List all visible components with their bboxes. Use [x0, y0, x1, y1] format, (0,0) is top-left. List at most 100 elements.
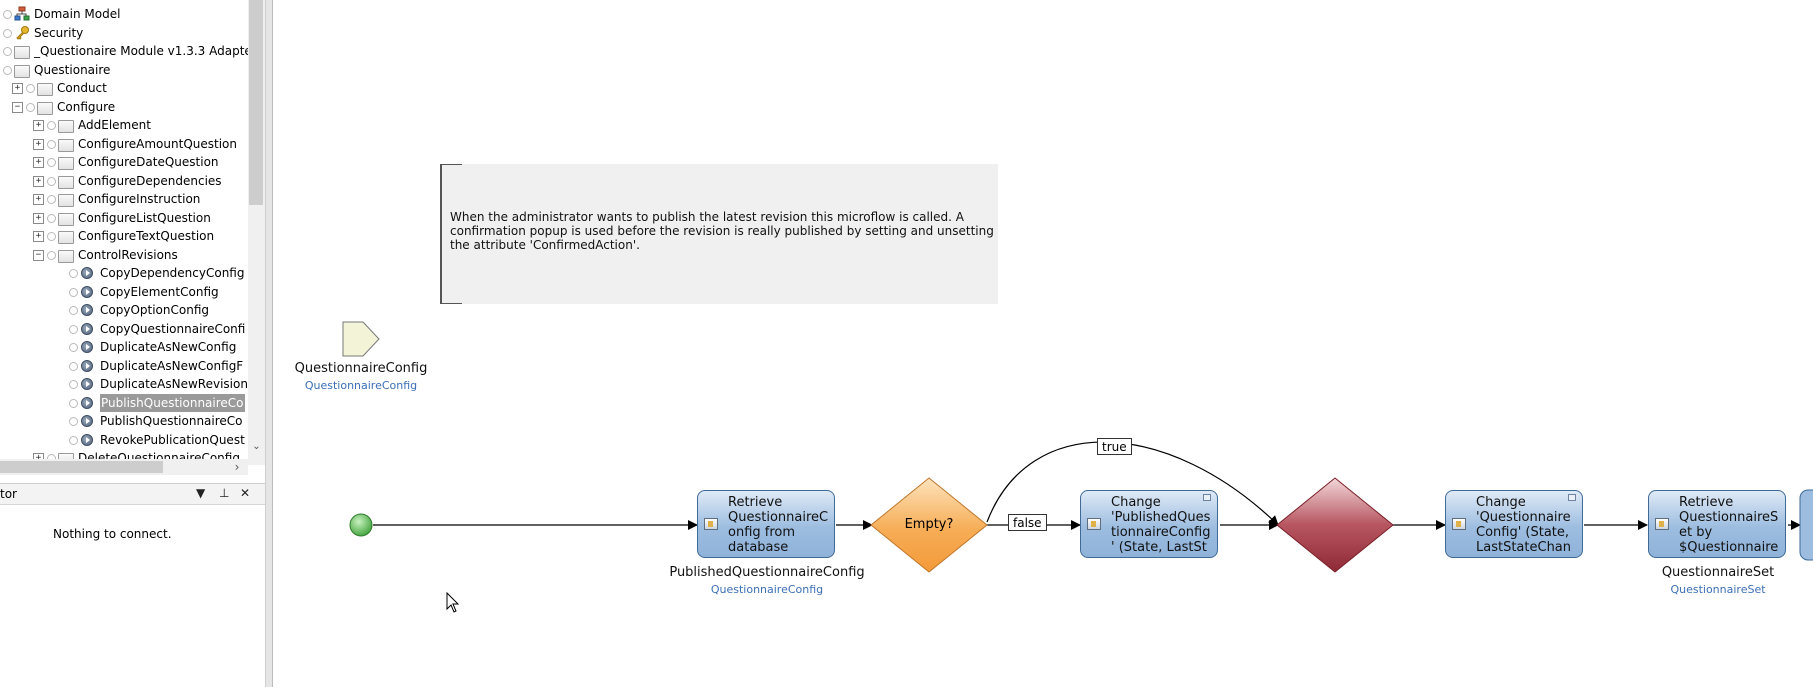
tree-item[interactable]: + AddElement: [0, 116, 248, 134]
key-icon: [14, 25, 30, 41]
tree-item[interactable]: _Questionaire Module v1.3.3 Adapte: [0, 42, 252, 60]
tree-horizontal-scroll-thumb[interactable]: [0, 461, 163, 473]
change-object-icon: [1087, 518, 1101, 530]
scroll-down-arrow-icon[interactable]: ⌄: [252, 441, 261, 452]
microflow-canvas[interactable]: [273, 0, 1813, 687]
connector-panel-header: tor ▼ ⊥ ✕: [0, 484, 265, 505]
tree-item[interactable]: − ControlRevisions: [0, 246, 248, 264]
panel-dropdown-icon[interactable]: ▼: [196, 486, 206, 500]
tree-item[interactable]: +ConfigureInstruction: [0, 190, 248, 208]
expand-icon[interactable]: +: [12, 83, 23, 94]
folder-icon: [14, 62, 30, 78]
microflow-icon: [80, 413, 96, 429]
tree-item-label: DuplicateAsNewRevision: [100, 377, 248, 391]
folder-icon: [58, 210, 74, 226]
expand-icon[interactable]: +: [33, 231, 44, 242]
tree-item[interactable]: DuplicateAsNewRevision: [0, 375, 248, 393]
microflow-icon: [80, 339, 96, 355]
tree-item-label: CopyOptionConfig: [100, 303, 209, 317]
panel-splitter[interactable]: [265, 0, 273, 687]
tree-item[interactable]: Questionaire: [0, 61, 248, 79]
expand-icon[interactable]: +: [33, 138, 44, 150]
change-object-icon: [1452, 518, 1466, 530]
expand-icon[interactable]: +: [33, 212, 44, 224]
commit-indicator-icon: [1568, 494, 1576, 501]
tree-item[interactable]: DuplicateAsNewConfig: [0, 338, 248, 356]
start-event[interactable]: [349, 513, 373, 537]
status-dot-icon: [3, 10, 12, 19]
tree-item-label: ConfigureTextQuestion: [78, 229, 215, 243]
microflow-icon: [80, 284, 96, 300]
tree-item-label: CopyElementConfig: [100, 284, 219, 299]
tree-item[interactable]: Domain Model: [0, 5, 248, 23]
tree-item[interactable]: + ConfigureListQuestion: [0, 209, 248, 227]
tree-item[interactable]: + ConfigureAmountQuestion: [0, 135, 248, 153]
tree-item[interactable]: DuplicateAsNewConfigF: [0, 357, 248, 375]
scroll-right-arrow-icon[interactable]: ›: [234, 460, 240, 474]
tree-item-label: ConfigureDependencies: [78, 173, 222, 188]
tree-item[interactable]: PublishQuestionnaireCo: [0, 393, 248, 412]
edge-label-true[interactable]: true: [1097, 438, 1132, 455]
expand-icon[interactable]: +: [33, 194, 44, 205]
annotation-note[interactable]: [440, 164, 998, 304]
close-icon[interactable]: ✕: [240, 486, 251, 500]
expand-icon[interactable]: +: [33, 120, 44, 131]
status-dot-icon: [69, 361, 78, 371]
merge-gateway[interactable]: [1276, 477, 1394, 573]
folder-icon: [37, 80, 53, 96]
folder-icon: [37, 99, 53, 115]
tree-item-label: Questionaire: [34, 62, 111, 77]
retrieve-set-activity[interactable]: Retrieve QuestionnaireS et by $Questionn…: [1648, 490, 1786, 558]
folder-icon: [58, 173, 74, 189]
pin-icon[interactable]: ⊥: [219, 486, 230, 500]
tree-item-label: AddElement: [78, 118, 151, 132]
edge-label-false[interactable]: false: [1008, 514, 1047, 531]
tree-item[interactable]: CopyElementConfig: [0, 283, 248, 301]
tree-item-label: DuplicateAsNewConfig: [100, 340, 237, 354]
expand-icon[interactable]: +: [33, 175, 44, 187]
tree-item[interactable]: + ConfigureTextQuestion: [0, 227, 248, 245]
tree-vertical-scroll-thumb[interactable]: [249, 0, 263, 205]
decision-empty[interactable]: [870, 477, 988, 573]
tree-item[interactable]: + ConfigureDependencies: [0, 172, 248, 190]
tree-item-label: CopyQuestionnaireConfi: [100, 321, 246, 336]
next-activity-edge[interactable]: [1799, 489, 1813, 561]
decision-label: Empty?: [904, 517, 954, 532]
commit-indicator-icon: [1203, 494, 1211, 501]
tree-item[interactable]: PublishQuestionnaireCo: [0, 412, 248, 430]
tree-item[interactable]: CopyDependencyConfig: [0, 264, 248, 282]
microflow-icon: [80, 376, 96, 392]
parameter-icon[interactable]: [342, 321, 380, 357]
tree-item[interactable]: RevokePublicationQuest: [0, 431, 248, 449]
status-dot-icon: [47, 158, 56, 167]
tree-item[interactable]: CopyOptionConfig: [0, 301, 248, 319]
tree-item[interactable]: +ConfigureDateQuestion: [0, 153, 248, 171]
status-dot-icon: [3, 47, 12, 56]
collapse-icon[interactable]: −: [12, 101, 23, 113]
expand-icon[interactable]: +: [33, 157, 44, 168]
tree-item-label: ConfigureListQuestion: [78, 210, 211, 225]
tree-item-label: ConfigureAmountQuestion: [78, 136, 237, 151]
tree-item[interactable]: Security: [0, 24, 248, 42]
status-dot-icon: [3, 28, 12, 38]
tree-item[interactable]: CopyQuestionnaireConfi: [0, 320, 248, 338]
connector-empty-message: Nothing to connect.: [53, 527, 172, 541]
collapse-icon[interactable]: −: [33, 249, 44, 261]
folder-icon: [58, 228, 74, 244]
tree-item-label: ControlRevisions: [78, 247, 178, 262]
change-config-activity[interactable]: Change 'Questionnaire Config' (State, La…: [1445, 490, 1583, 558]
status-dot-icon: [3, 65, 12, 75]
microflow-icon: [80, 432, 96, 448]
status-dot-icon: [69, 380, 78, 389]
connector-panel: tor ▼ ⊥ ✕ Nothing to connect.: [0, 483, 265, 688]
change-published-config-activity[interactable]: Change 'PublishedQues tionnaireConfig ' …: [1080, 490, 1218, 558]
tree-item[interactable]: −Configure: [0, 98, 248, 116]
parameter-type: QuestionnaireConfig: [304, 379, 418, 392]
folder-icon: [58, 154, 74, 170]
tree-item[interactable]: +Conduct: [0, 79, 248, 97]
activity-caption: Change 'Questionnaire Config' (State, La…: [1476, 495, 1572, 555]
microflow-icon: [80, 302, 96, 318]
microflow-icon: [80, 395, 96, 411]
retrieve-config-activity[interactable]: Retrieve QuestionnaireC onfig from datab…: [697, 490, 835, 558]
